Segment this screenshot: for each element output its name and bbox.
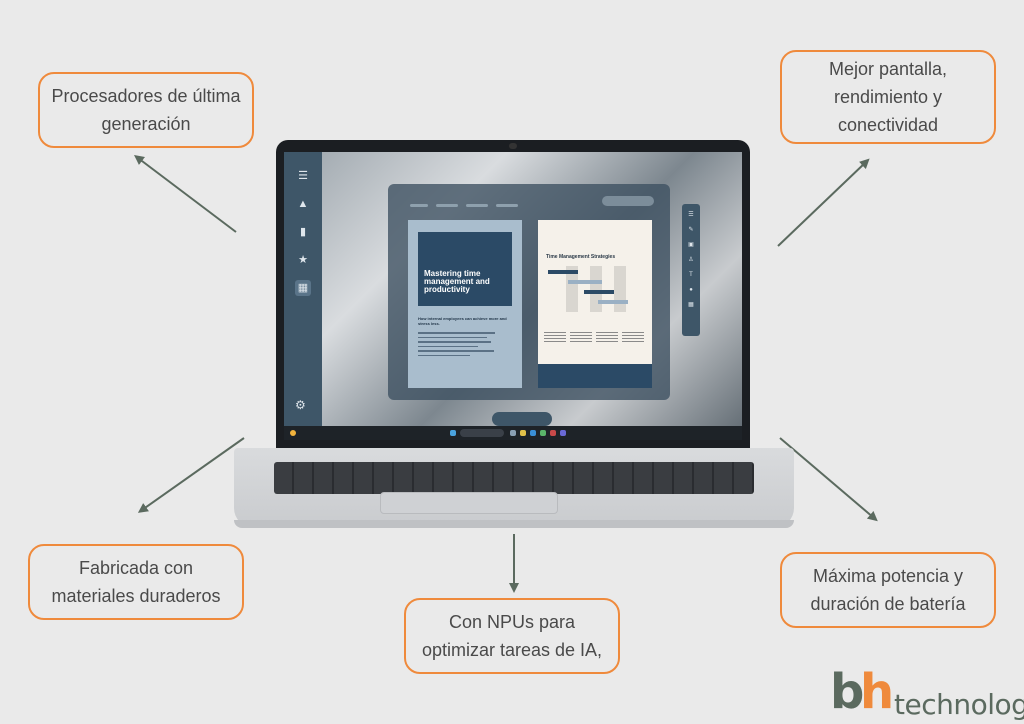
callout-line: Procesadores de última [51,86,241,106]
hero-title: Mastering time management and productivi… [424,269,490,294]
chart-bar [568,280,602,284]
callout-line: Máxima potencia y [812,566,964,586]
hero-subtitle: How internal employees can achieve more … [418,316,507,326]
nav-pill [466,204,488,207]
gear-icon[interactable]: ⚙ [295,398,306,412]
app-icon[interactable] [550,430,556,436]
app-icon[interactable] [510,430,516,436]
logo-text: technology [894,688,1024,721]
nav-pill [410,204,428,207]
chart-title: Time Management Strategies [546,254,616,260]
taskbar-search[interactable] [460,429,504,437]
text-block [570,332,592,356]
arrow-top-right [777,158,870,247]
logo-letter-h: h [860,664,895,720]
logo-letter-b: b [830,664,865,720]
app-icon[interactable] [560,430,566,436]
callout-npu: Con NPUs para optimizar tareas de IA, [404,598,620,674]
callout-display: Mejor pantalla, rendimiento y conectividad [780,50,996,144]
hero-block: Mastering time management and productivi… [418,232,512,306]
text-icon[interactable]: T [689,272,693,278]
bar-chart-icon[interactable]: ▮ [299,226,307,238]
callout-materials: Fabricada con materiales duraderos [28,544,244,620]
document-page-left: Mastering time management and productivi… [408,220,522,388]
triangle-icon[interactable]: ▲ [297,198,309,210]
person-icon[interactable]: ♙ [688,257,694,263]
chart-column [590,266,602,312]
chart-bar [598,300,628,304]
info-icon[interactable]: ● [689,287,693,293]
callout-line: optimizar tareas de IA, [421,640,603,660]
callout-line: duración de batería [810,594,966,614]
document-page-right: Time Management Strategies [538,220,652,388]
callout-line: Mejor pantalla, [828,59,948,79]
app-icon[interactable] [540,430,546,436]
keyboard [274,462,754,494]
callout-line: materiales duraderos [51,586,221,606]
callout-line: conectividad [837,115,939,135]
text-block [544,332,566,356]
qr-icon[interactable]: ▦ [688,302,694,308]
search-input[interactable] [602,196,654,206]
base-lip [234,520,794,528]
document-window: Mastering time management and productivi… [388,184,670,400]
star-icon[interactable]: ★ [298,254,308,266]
callout-line: rendimiento y [833,87,943,107]
laptop-lid: ☰ ▲ ▮ ★ ▦ ⚙ Mastering time management an… [276,140,750,448]
right-toolbar: ☰ ✎ ▣ ♙ T ● ▦ [682,204,700,336]
laptop-base [234,448,794,528]
menu-icon[interactable]: ☰ [298,170,308,182]
text-block [622,332,644,356]
image-icon[interactable]: ▣ [688,242,694,248]
text-block [596,332,618,356]
nav-pill [436,204,458,207]
nav-pill [496,204,518,207]
chart-bar [548,270,578,274]
list-icon[interactable]: ☰ [688,212,694,218]
callout-processors: Procesadores de última generación [38,72,254,148]
touchpad [380,492,558,514]
pencil-icon[interactable]: ✎ [688,227,694,233]
page-footer [538,364,652,388]
grid-icon[interactable]: ▦ [295,280,311,296]
weather-icon[interactable] [290,430,296,436]
callout-line: Con NPUs para [448,612,576,632]
callout-line: Fabricada con [78,558,194,578]
brand-logo: b h technology [830,664,1024,721]
chart-bar [584,290,614,294]
arrow-bottom-left [137,437,245,513]
laptop-screen: ☰ ▲ ▮ ★ ▦ ⚙ Mastering time management an… [284,152,742,440]
chart-column [614,266,626,312]
app-sidebar: ☰ ▲ ▮ ★ ▦ ⚙ [284,152,322,426]
chart-column [566,266,578,312]
start-icon[interactable] [450,430,456,436]
camera-icon [509,143,517,149]
taskbar [284,426,742,440]
arrow-top-left [134,154,237,233]
bottom-toolbar[interactable] [492,412,552,426]
body-text-lines [418,332,504,359]
app-icon[interactable] [530,430,536,436]
app-icon[interactable] [520,430,526,436]
callout-battery: Máxima potencia y duración de batería [780,552,996,628]
arrow-bottom-right [779,437,878,522]
callout-line: generación [101,114,191,134]
